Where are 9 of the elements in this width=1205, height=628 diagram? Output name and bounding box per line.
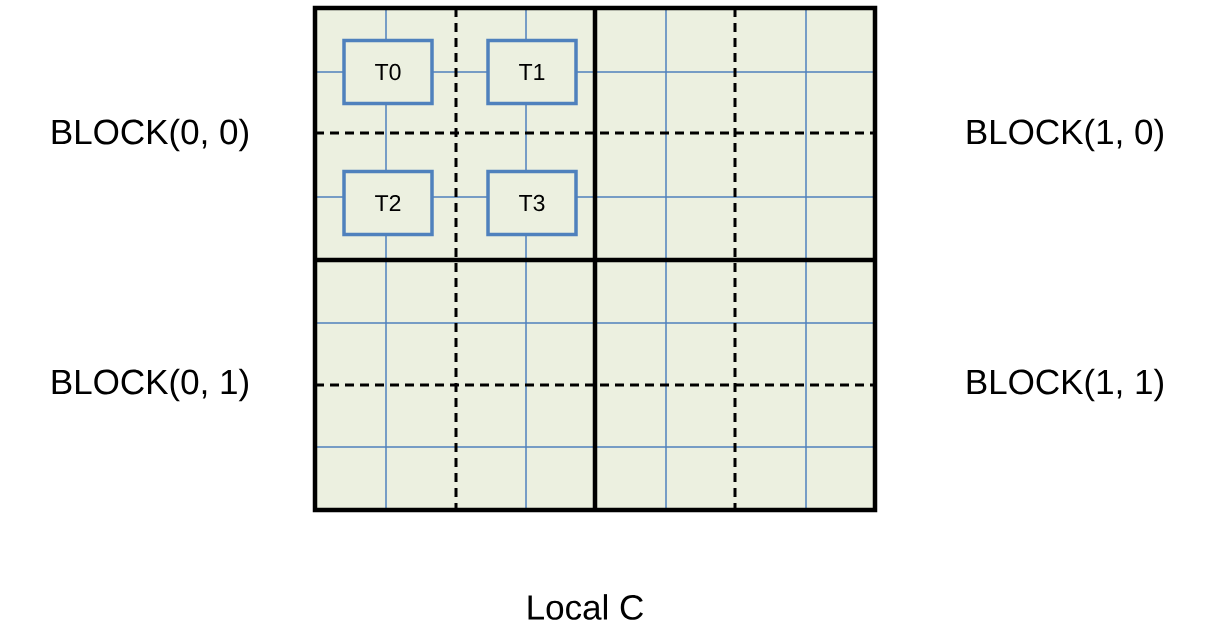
block-label: BLOCK(1, 0) — [967, 118, 1163, 152]
block-label: BLOCK(0, 0) — [52, 118, 248, 152]
thread-box: T1 — [486, 38, 578, 106]
block-label: BLOCK(0, 1) — [52, 368, 248, 402]
thread-box: T3 — [486, 169, 578, 237]
caption: Local C — [528, 594, 643, 620]
thread-box: T2 — [342, 169, 434, 237]
block-label: BLOCK(1, 1) — [967, 368, 1163, 402]
thread-box: T0 — [342, 38, 434, 106]
